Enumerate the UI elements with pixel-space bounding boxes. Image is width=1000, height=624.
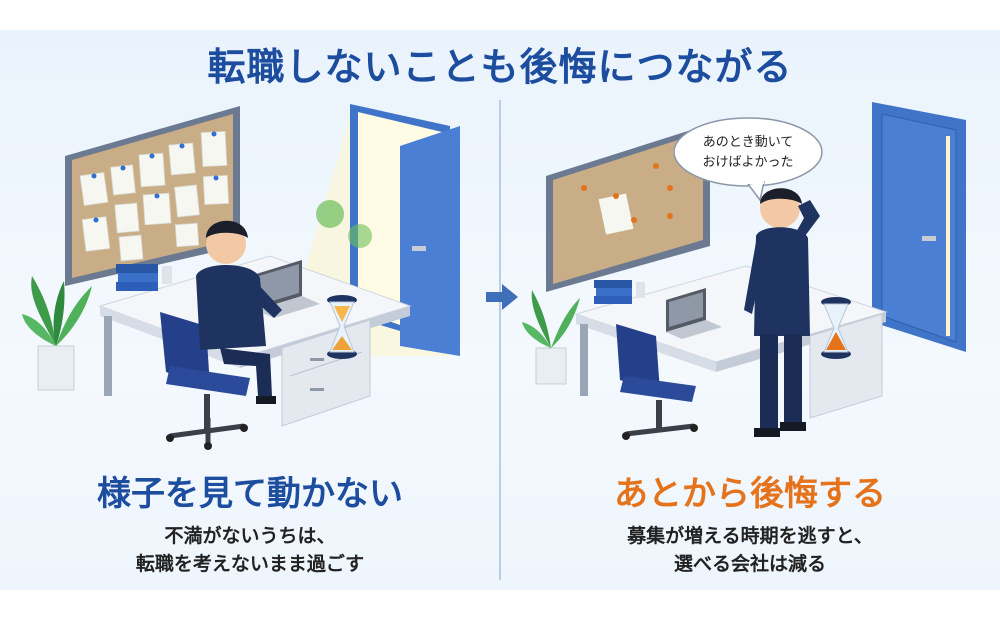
left-subtext: 不満がないうちは、 転職を考えないまま過ごす	[10, 522, 490, 578]
center-divider	[499, 100, 501, 580]
left-subtext-line1: 不満がないうちは、	[164, 525, 336, 547]
left-scene-illustration	[22, 104, 460, 450]
books-icon	[116, 264, 158, 291]
door-icon	[316, 104, 460, 356]
speech-bubble: あのとき動いて おけばよかった	[673, 117, 823, 202]
pen-cup	[636, 282, 645, 298]
office-chair	[616, 324, 698, 440]
plant-icon	[22, 276, 92, 391]
corkboard-icon	[546, 124, 710, 292]
arrow-right-icon	[486, 284, 518, 310]
left-heading: 様子を見て動かない	[97, 474, 403, 514]
left-subtext-line2: 転職を考えないまま過ごす	[135, 553, 365, 575]
bubble-line1: あのとき動いて	[703, 135, 794, 150]
door-icon	[872, 102, 966, 352]
pen-cup	[162, 266, 172, 284]
hourglass-icon	[327, 295, 357, 359]
right-scene-illustration: あのとき動いて おけばよかった	[522, 102, 966, 440]
hourglass-icon	[821, 297, 851, 359]
books-icon	[594, 280, 632, 304]
right-heading: あとから後悔する	[614, 474, 886, 514]
seated-person	[196, 220, 282, 404]
laptop-icon	[666, 288, 722, 339]
bubble-line2: おけばよかった	[702, 155, 793, 170]
office-chair	[160, 312, 250, 450]
corkboard-icon	[65, 106, 240, 286]
plant-icon	[522, 290, 580, 385]
page-title: 転職しないことも後悔につながる	[207, 45, 793, 89]
standing-person	[744, 188, 820, 437]
right-subtext-line2: 選べる会社は減る	[673, 553, 826, 575]
right-subtext-line1: 募集が増える時期を逃すと、	[627, 525, 873, 547]
right-subtext: 募集が増える時期を逃すと、 選べる会社は減る	[510, 522, 990, 578]
